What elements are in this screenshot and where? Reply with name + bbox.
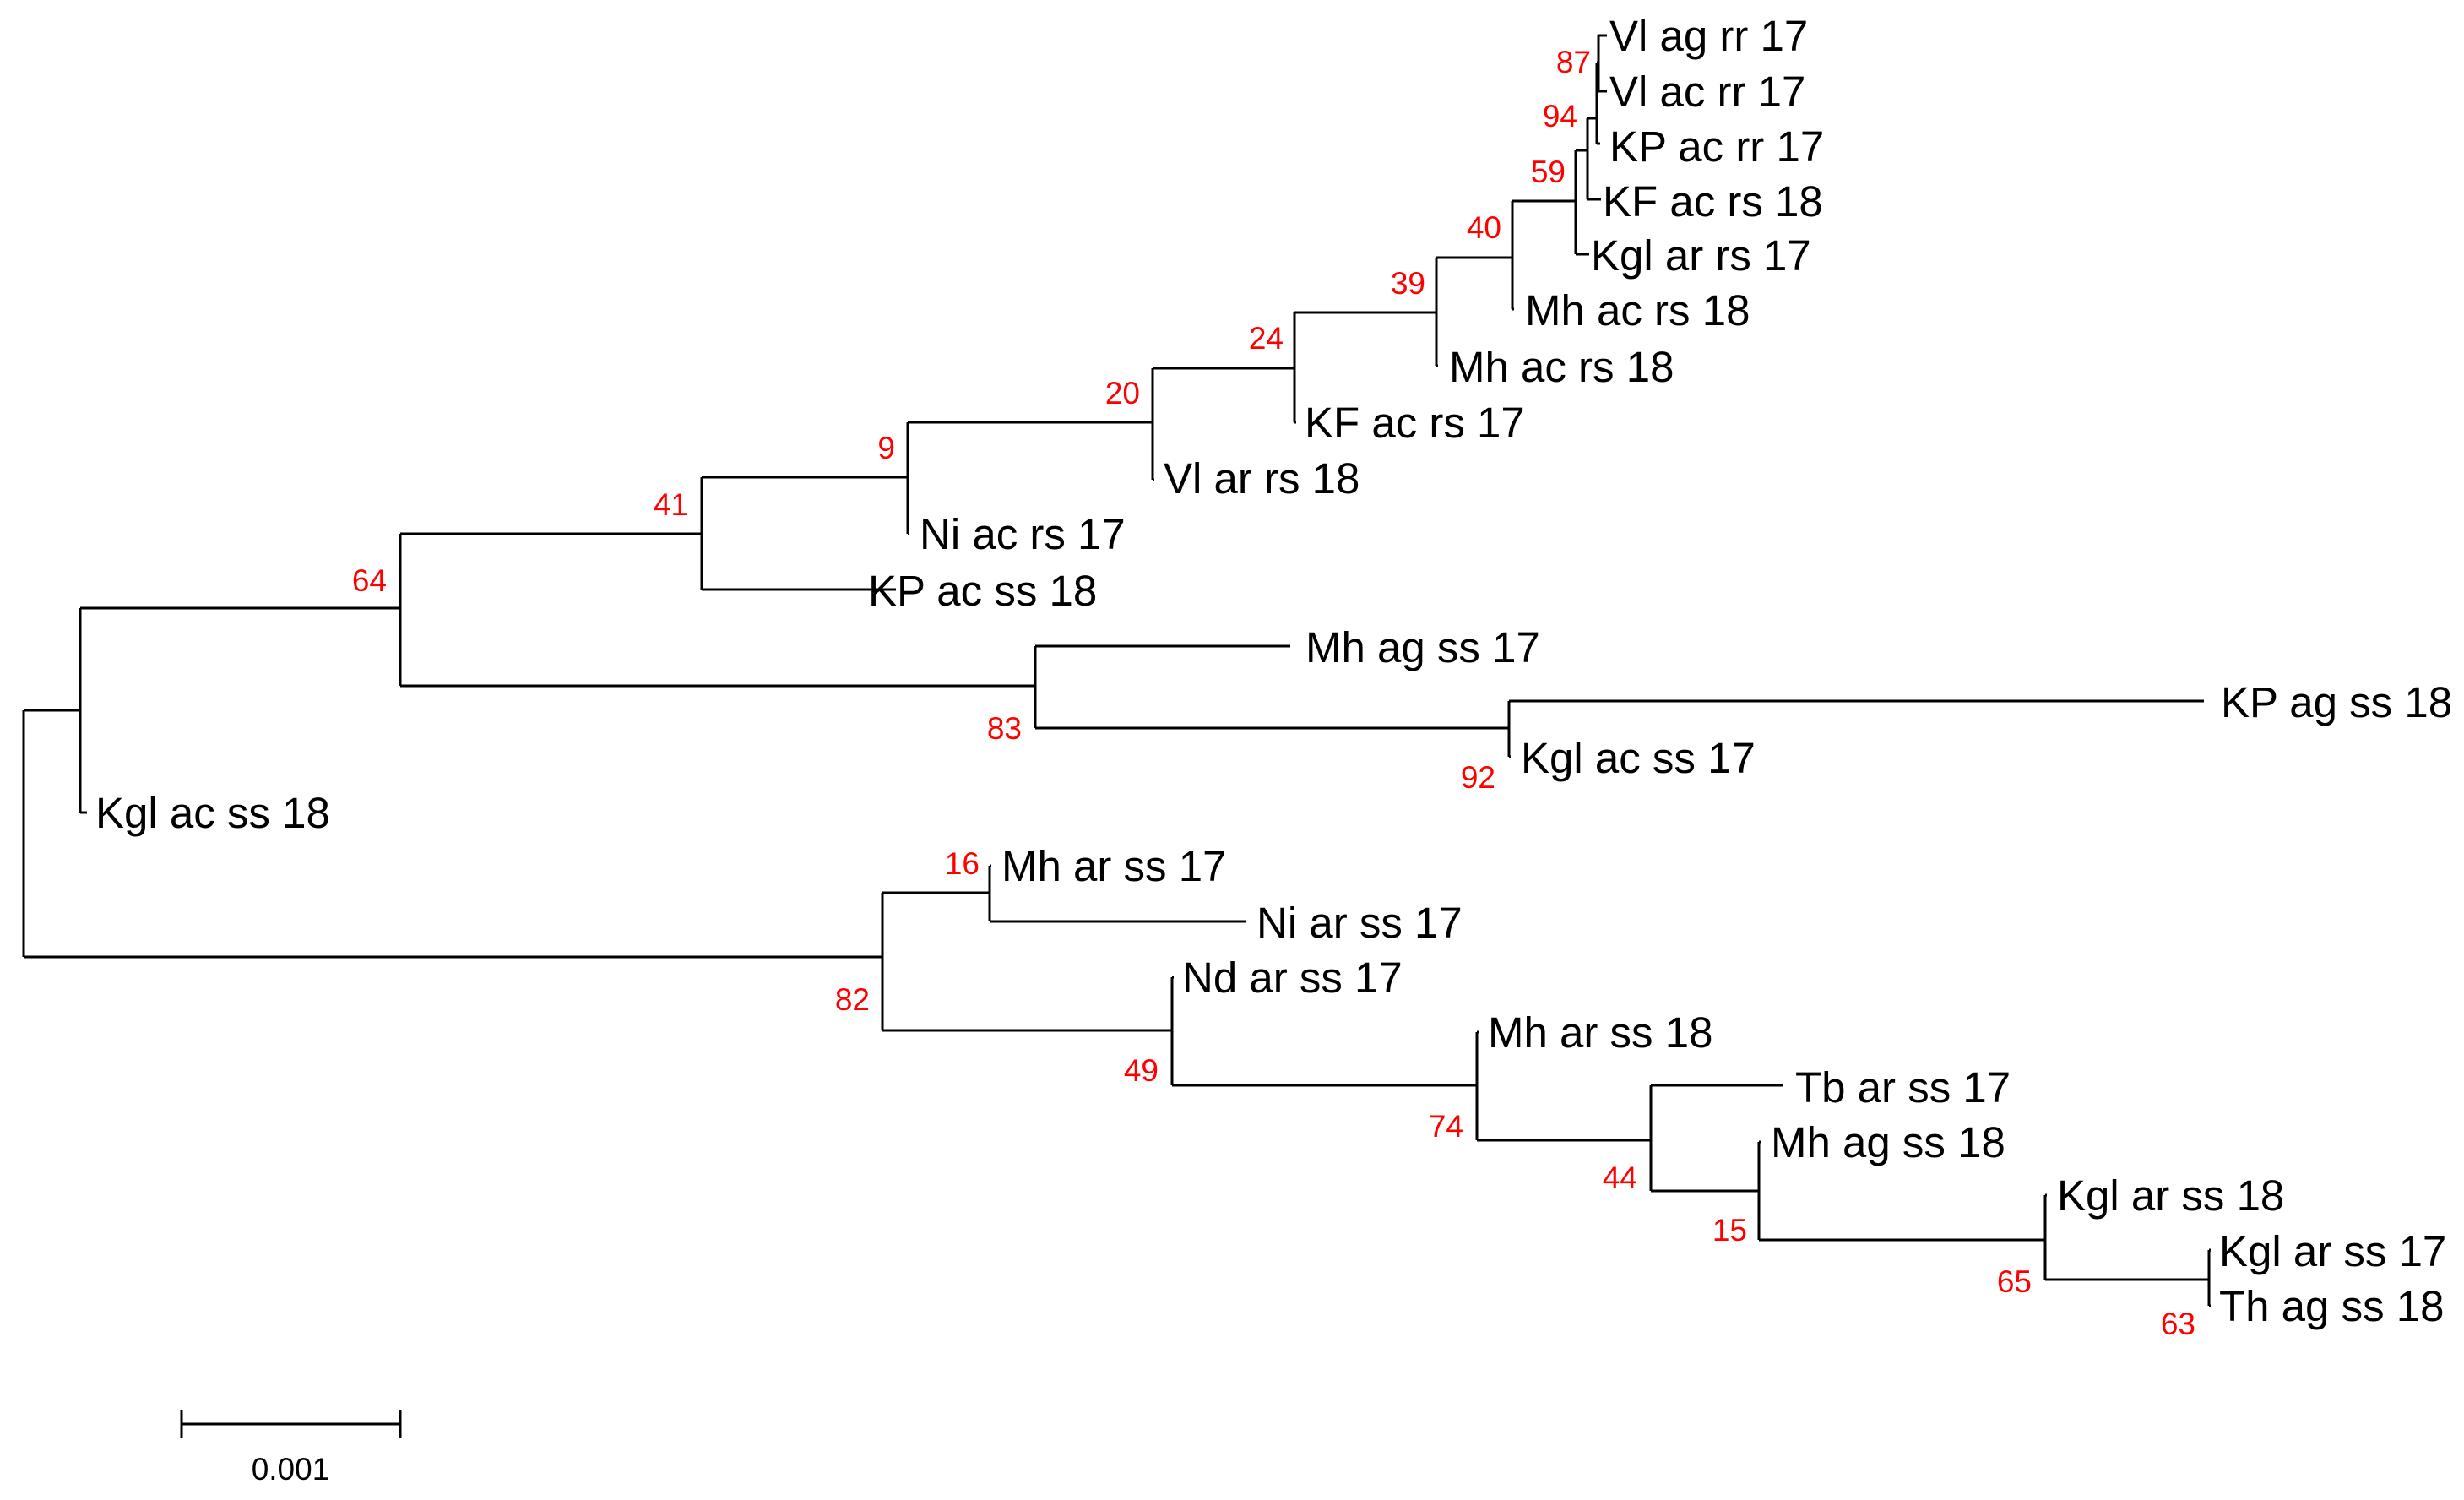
support-value: 59 — [1531, 155, 1566, 189]
leaf-label: Mh ar ss 17 — [1001, 842, 1226, 890]
leaf-label: Mh ar ss 18 — [1488, 1008, 1712, 1057]
support-value: 44 — [1603, 1160, 1637, 1195]
support-value: 92 — [1461, 760, 1495, 795]
leaf-label: Vl ac rr 17 — [1609, 68, 1805, 116]
leaf-label: Mh ac rs 18 — [1449, 343, 1674, 391]
support-value: 49 — [1124, 1053, 1159, 1088]
support-value: 83 — [987, 711, 1022, 746]
support-values: 87 94 59 40 39 24 20 9 41 64 83 92 16 82… — [352, 45, 2195, 1341]
leaf-label: Kgl ar ss 17 — [2219, 1227, 2446, 1275]
support-value: 82 — [835, 982, 870, 1017]
support-value: 74 — [1429, 1109, 1463, 1144]
leaf-label: Ni ac rs 17 — [920, 510, 1126, 558]
leaf-label: KF ac rs 18 — [1603, 177, 1823, 226]
support-value: 9 — [877, 431, 895, 465]
leaf-label: Ni ar ss 17 — [1256, 899, 1463, 947]
leaf-label: Kgl ar rs 17 — [1591, 231, 1811, 280]
support-value: 20 — [1105, 376, 1140, 410]
support-value: 24 — [1249, 321, 1284, 356]
leaf-label: Mh ag ss 17 — [1305, 623, 1540, 671]
scale-bar: 0.001 — [180, 1410, 402, 1486]
leaf-label: Vl ag rr 17 — [1609, 12, 1808, 60]
support-value: 16 — [945, 846, 980, 881]
leaf-label: Kgl ar ss 18 — [2057, 1171, 2284, 1220]
leaf-label: Mh ac rs 18 — [1525, 286, 1750, 334]
leaf-label: Kgl ac ss 17 — [1521, 734, 1756, 782]
tree-branches — [22, 34, 2211, 1307]
leaf-label: Mh ag ss 18 — [1771, 1118, 2005, 1166]
support-value: 63 — [2161, 1307, 2195, 1341]
leaf-label: Vl ar rs 18 — [1164, 454, 1360, 503]
leaf-label: Tb ar ss 17 — [1795, 1063, 2011, 1111]
leaf-labels: Vl ag rr 17 Vl ac rr 17 KP ac rr 17 KF a… — [95, 12, 2452, 1330]
scale-bar-line — [180, 1410, 402, 1438]
support-value: 40 — [1467, 210, 1501, 245]
leaf-label: KP ac ss 18 — [868, 567, 1097, 615]
leaf-label: Th ag ss 18 — [2219, 1282, 2444, 1330]
support-value: 87 — [1556, 45, 1591, 79]
leaf-label: KP ac rr 17 — [1609, 122, 1824, 171]
support-value: 94 — [1543, 99, 1577, 133]
support-value: 65 — [1997, 1264, 2032, 1299]
leaf-label: KF ac rs 17 — [1305, 399, 1525, 447]
scale-bar-label: 0.001 — [252, 1452, 330, 1486]
support-value: 64 — [352, 563, 387, 598]
support-value: 41 — [654, 487, 688, 522]
leaf-label: Nd ar ss 17 — [1182, 954, 1403, 1002]
support-value: 39 — [1391, 266, 1425, 301]
support-value: 15 — [1712, 1213, 1747, 1247]
leaf-label: KP ag ss 18 — [2221, 678, 2452, 726]
leaf-label: Kgl ac ss 18 — [95, 789, 330, 837]
